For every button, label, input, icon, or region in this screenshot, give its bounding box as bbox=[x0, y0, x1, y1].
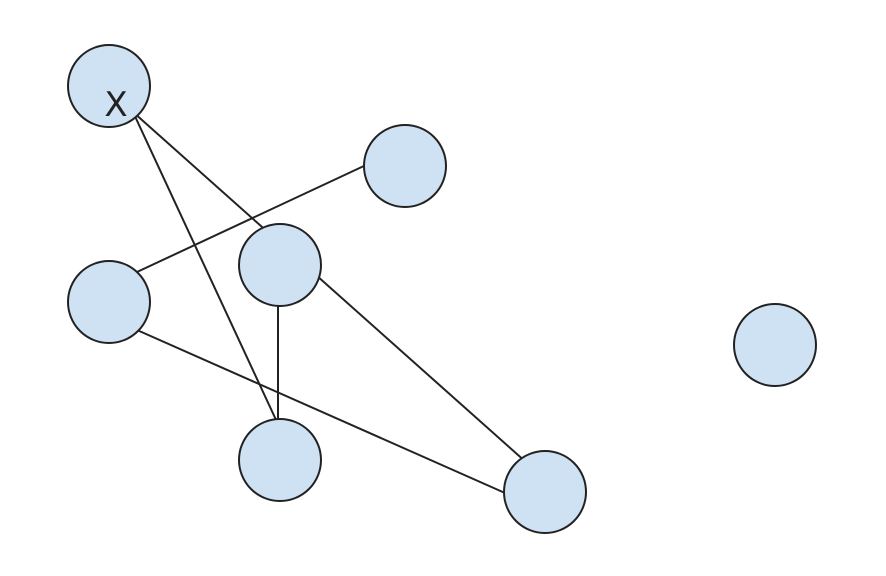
edge-a-f bbox=[132, 111, 528, 464]
edge-c-f bbox=[136, 329, 506, 494]
edge-b-c bbox=[136, 164, 367, 273]
node-a-mark: X bbox=[104, 85, 127, 125]
node-a bbox=[67, 44, 151, 128]
node-e bbox=[238, 418, 322, 502]
node-c bbox=[67, 260, 151, 344]
edge-a-e bbox=[132, 111, 278, 423]
node-d bbox=[238, 223, 322, 307]
nodes-layer: X bbox=[67, 44, 817, 534]
node-b bbox=[363, 124, 447, 208]
node-g bbox=[733, 303, 817, 387]
edges-layer bbox=[132, 111, 528, 494]
node-f bbox=[503, 450, 587, 534]
